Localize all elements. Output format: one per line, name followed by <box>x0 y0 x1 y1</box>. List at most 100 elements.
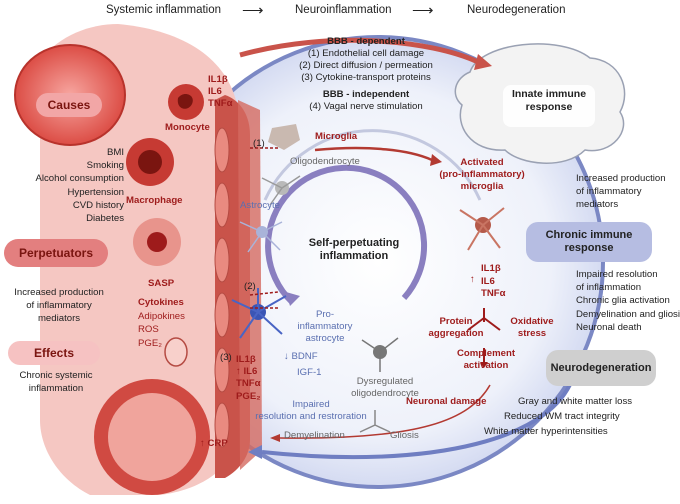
mediator-label: Adipokines <box>138 310 185 322</box>
protein-aggregation-label: Protein aggregation <box>428 316 484 339</box>
effects-list: Chronic systemic inflammation <box>6 369 106 395</box>
perpetuators-pill: Perpetuators <box>4 239 108 267</box>
increase-arrow-icon: ↑ <box>236 366 241 378</box>
header-step-systemic: Systemic inflammation <box>106 4 222 16</box>
chronic-item: Neuronal death <box>576 321 642 333</box>
causes-item: Smoking <box>86 160 124 172</box>
neuronal-damage-label: Neuronal damage <box>406 396 487 407</box>
neurodeg-item: White matter hyperintensities <box>484 426 608 437</box>
macrophage-icon <box>126 138 174 186</box>
gliosis-label: Gliosis <box>390 430 419 441</box>
perpetuators-title: Perpetuators <box>18 246 94 260</box>
bottom-cell-icon <box>94 379 210 495</box>
neurodeg-item: Reduced WM tract integrity <box>504 411 620 422</box>
chronic-item: Impaired resolution <box>576 269 658 280</box>
effects-title: Effects <box>33 346 74 360</box>
neurodeg-items: Gray and white matter loss Reduced WM tr… <box>484 394 632 439</box>
microglia-label: Microglia <box>315 131 358 142</box>
decrease-arrow-icon: ↓ <box>284 351 289 362</box>
igf-label: IGF-1 <box>297 367 322 378</box>
cytokine-label: IL1β <box>236 354 256 365</box>
causes-item: Hypertension <box>67 186 124 198</box>
bbb-block: BBB - dependent (1) Endothelial cell dam… <box>270 36 462 113</box>
bbb-independent-item: (4) Vagal nerve stimulation <box>309 101 423 112</box>
pro-inflammatory-astrocyte-label: Pro- inflammatory astrocyte <box>297 309 353 344</box>
header-step-neurodegeneration: Neurodegeneration <box>467 4 566 16</box>
causes-item: Diabetes <box>86 213 124 225</box>
bbb-dependent-item: (3) Cytokine-transport proteins <box>301 72 431 83</box>
causes-list: BMI Smoking Alcohol consumption Hyperten… <box>35 146 124 225</box>
vessel-mediators: Cytokines Adipokines ROS PGE₂ <box>138 296 185 350</box>
causes-item: CVD history <box>72 199 124 211</box>
crp-label: ↑ CRP <box>200 438 228 450</box>
innate-item: of inflammatory <box>576 186 642 198</box>
cytokine-label: TNFα <box>481 288 506 299</box>
chronic-response-pill: Chronic immune response <box>526 222 652 262</box>
innate-items: Increased production of inflammatory med… <box>576 172 666 212</box>
complement-label: Complement activation <box>456 348 516 371</box>
macrophage-label: Macrophage <box>126 195 183 206</box>
activated-microglia-icon <box>459 207 505 251</box>
cytokine-label: TNFα <box>236 378 261 390</box>
bbb-dependent-title: BBB - dependent <box>327 36 405 47</box>
demyelination-label: Demyelination <box>284 430 345 441</box>
chronic-item: of inflammation <box>576 282 642 294</box>
oligodendrocyte-label: Oligodendrocyte <box>290 156 360 167</box>
mediator-label: PGE₂ <box>138 337 162 349</box>
pathway-marker-1: (1) <box>253 138 265 149</box>
bdnf-label: ↓ BDNF <box>284 351 318 362</box>
header-arrow-1: ⟶ <box>242 2 264 19</box>
neurodegeneration-pill: Neurodegeneration <box>546 350 656 386</box>
neurodeg-item: Gray and white matter loss <box>518 396 633 407</box>
causes-item: BMI <box>106 147 124 158</box>
sasp-icon <box>133 218 181 266</box>
increase-arrow-icon: ↑ <box>470 274 475 285</box>
causes-title: Causes <box>47 98 91 112</box>
center-label: Self-perpetuating inflammation <box>294 237 414 263</box>
impaired-label: Impaired resolution and restroration <box>255 399 367 422</box>
cytokine-label: TNFα <box>208 98 233 109</box>
cytokine-label: IL6 <box>481 275 495 287</box>
chronic-item: Chronic glia activation <box>576 295 670 307</box>
innate-item: Increased production <box>576 173 666 184</box>
oxidative-stress-label: Oxidative stress <box>510 316 554 339</box>
pathway-marker-2: (2) <box>244 281 256 292</box>
mitochondrion-icon <box>164 337 188 367</box>
causes-item: Alcohol consumption <box>35 173 124 185</box>
dysregulated-oligodendrocyte-icon <box>361 337 399 372</box>
perpetuators-list: Increased production of inflammatory med… <box>0 286 118 326</box>
perpetuators-item: mediators <box>37 313 81 325</box>
effects-item: Chronic systemic <box>19 370 93 381</box>
oligodendrocyte-icon <box>261 175 301 206</box>
astrocyte-label: Astrocyte <box>240 200 280 211</box>
chronic-items: Impaired resolution of inflammation Chro… <box>576 268 680 334</box>
top-arc-arrow <box>239 37 480 65</box>
dysregulated-oligodendrocyte-label: Dysregulated oligodendrocyte <box>351 376 419 399</box>
self-perpetuating-cycle <box>265 164 428 305</box>
monocyte-label: Monocyte <box>165 122 210 133</box>
effects-pill: Effects <box>8 341 100 365</box>
increase-arrow-icon: ↑ <box>200 438 205 449</box>
sasp-label: SASP <box>148 278 175 289</box>
cytokines-bottom: IL1β ↑ IL6 TNFα PGE₂ <box>236 354 261 403</box>
effects-item: inflammation <box>28 383 84 395</box>
perpetuators-item: Increased production <box>14 287 104 298</box>
perpetuators-item: of inflammatory <box>26 300 92 312</box>
vessel-cytokines-top: IL1β IL6 TNFα <box>208 74 233 110</box>
pathway-marker-3: (3) <box>220 352 232 363</box>
cytokine-label: IL1β <box>208 74 228 85</box>
astrocyte-icon <box>239 221 283 253</box>
innate-response-label: Innate immune response <box>511 88 587 113</box>
center-line: inflammation <box>319 250 389 262</box>
cytokine-label: PGE₂ <box>236 390 261 402</box>
chronic-item: Demyelination and gliosis <box>576 308 680 320</box>
microglia-icon <box>268 124 300 150</box>
innate-item: mediators <box>576 199 619 211</box>
header-step-neuro: Neuroinflammation <box>295 4 392 16</box>
mediator-label: Cytokines <box>138 297 184 308</box>
activated-microglia-label: Activated (pro-inflammatory) microglia <box>439 157 525 192</box>
cytokine-label: IL6 <box>208 86 222 97</box>
crp-text: CRP <box>207 438 228 449</box>
bottom-return-arrow <box>261 369 577 460</box>
